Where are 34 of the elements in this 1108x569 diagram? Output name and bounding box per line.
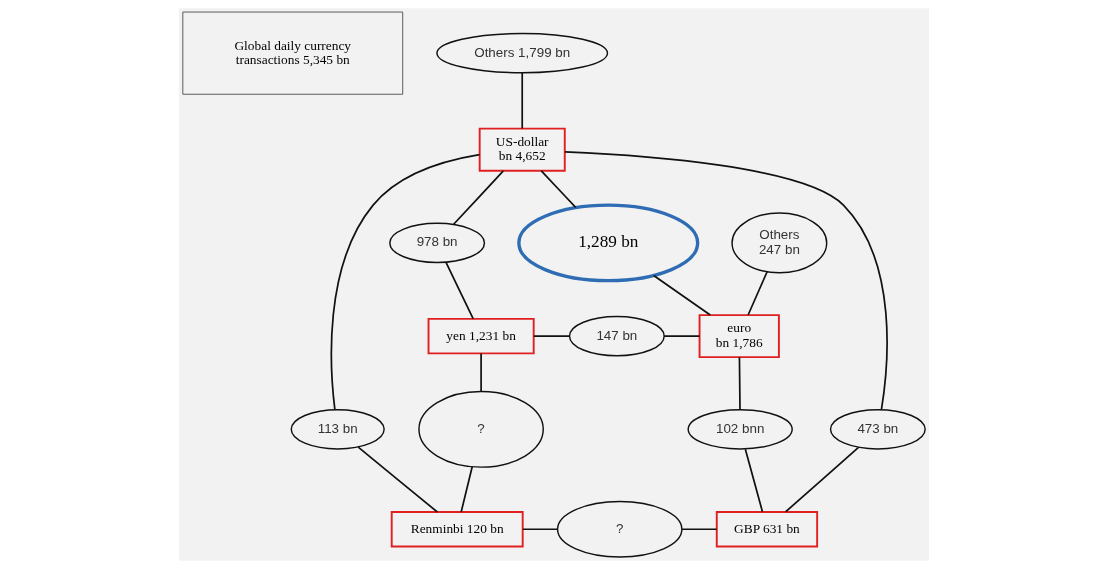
node-ellipse: 113 bn [290,409,385,450]
node-ellipse: 1,289 bn [517,203,700,283]
connector [663,335,701,337]
node-ellipse: 978 bn [389,222,486,264]
node-ellipse: ? [556,500,683,558]
connector [652,274,712,316]
connector [357,446,439,513]
node-ellipse: 147 bn [568,315,665,357]
connector [452,170,505,226]
node-box: Renminbi 120 bn [390,511,524,548]
connector [747,270,768,316]
connector [744,448,764,513]
node-box: GBP 631 bn [715,511,819,548]
connector [564,151,888,411]
connector [460,465,474,513]
connector [521,71,524,130]
connector [681,528,718,531]
node-ellipse: Others 1,799 bn [436,32,609,74]
node-ellipse: ? [418,390,544,468]
connector [533,335,571,337]
connector [540,170,577,209]
node-ellipse: 473 bn [829,409,926,450]
connector [738,356,741,411]
connector [784,446,860,513]
node-ellipse: 102 bnn [687,409,793,450]
connector [445,261,475,320]
node-box: euro bn 1,786 [698,314,780,359]
connector [480,352,482,393]
node-ellipse: Others 247 bn [731,212,828,274]
node-box: US-dollar bn 4,652 [478,127,566,172]
node-box: yen 1,231 bn [427,317,535,355]
connector [522,528,559,531]
node-box: Global daily currency transactions 5,345 bn [182,11,404,95]
connector [330,153,481,411]
